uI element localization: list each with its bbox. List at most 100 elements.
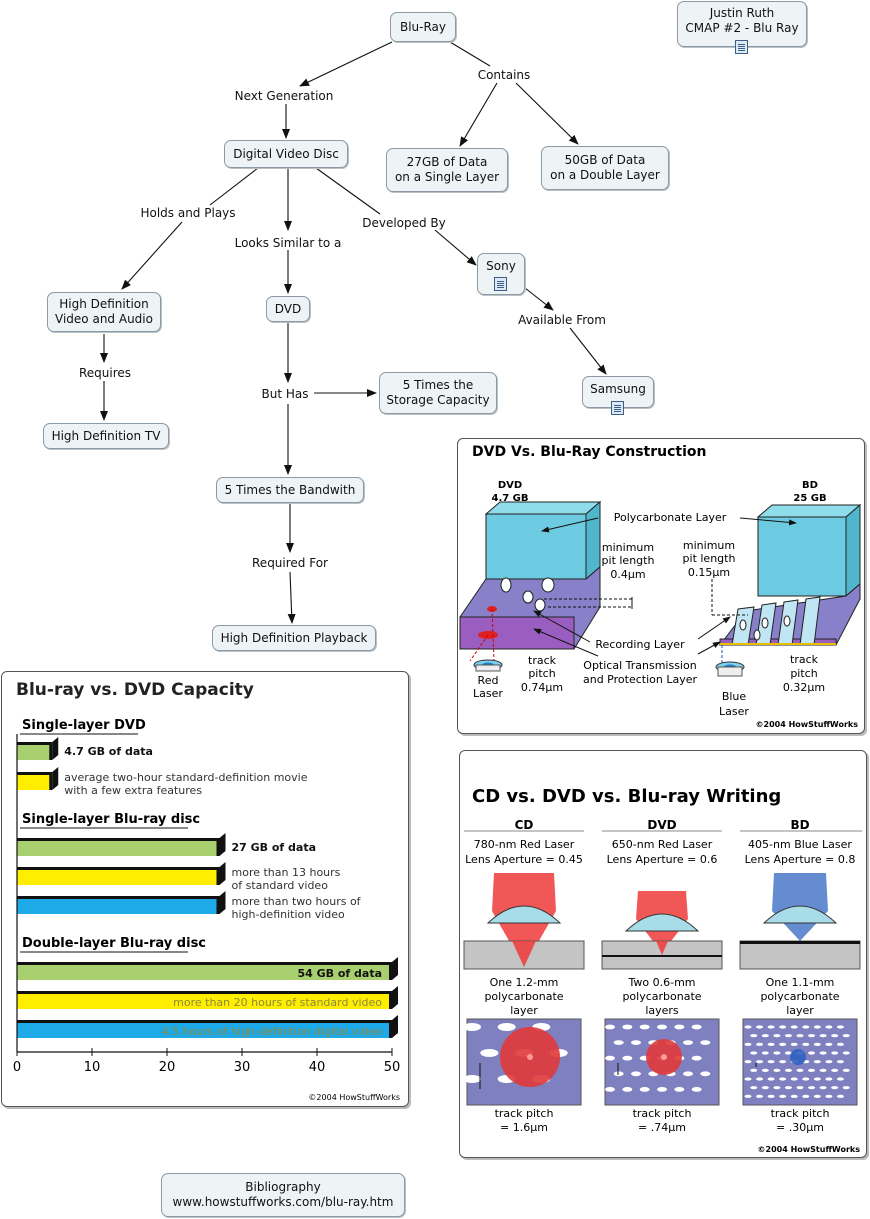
dvd-capacity: 4.7 GB xyxy=(491,493,528,504)
node-bibliography[interactable]: Bibliography www.howstuffworks.com/blu-r… xyxy=(161,1173,405,1217)
writing-layer-text: layers xyxy=(645,1004,679,1017)
node-hd-video-audio[interactable]: High Definition Video and Audio xyxy=(47,292,161,332)
writing-format: BD xyxy=(790,818,809,832)
writing-laser: 650-nm Red Laser xyxy=(612,838,713,851)
chart-bar-edge xyxy=(392,986,398,1009)
chart-title: Blu-ray vs. DVD Capacity xyxy=(16,680,254,700)
svg-text:Laser: Laser xyxy=(719,705,749,718)
resource-document-icon[interactable] xyxy=(494,277,507,291)
svg-text:minimum: minimum xyxy=(683,539,735,552)
chart-bar xyxy=(17,870,217,885)
writing-panel: CD vs. DVD vs. Blu-ray Writing CD 780-nm … xyxy=(459,750,867,1158)
resource-document-icon[interactable] xyxy=(611,401,624,415)
bd-pit-length: 0.15µm xyxy=(688,566,730,579)
node-hd-playback[interactable]: High Definition Playback xyxy=(212,625,376,651)
writing-aperture: Lens Aperture = 0.45 xyxy=(465,853,583,866)
chart-data-label: more than two hours of xyxy=(232,895,362,908)
svg-text:pitch: pitch xyxy=(790,667,817,680)
svg-text:and Protection Layer: and Protection Layer xyxy=(583,673,697,686)
node-bandwidth[interactable]: 5 Times the Bandwith xyxy=(216,477,364,503)
chart-data-label: more than 13 hours xyxy=(232,866,341,879)
red-laser-icon xyxy=(473,659,503,672)
writing-track-text: = 1.6µm xyxy=(500,1121,548,1134)
chart-bar xyxy=(17,994,389,1009)
node-storage-capacity[interactable]: 5 Times the Storage Capacity xyxy=(379,372,497,414)
blue-laser-icon xyxy=(715,661,745,677)
svg-text:Red: Red xyxy=(478,674,499,687)
node-samsung[interactable]: Samsung xyxy=(582,376,654,408)
chart-data-label: 54 GB of data xyxy=(297,967,382,980)
link-label-developed-by: Developed By xyxy=(360,216,448,230)
writing-diagram: CD vs. DVD vs. Blu-ray Writing CD 780-nm … xyxy=(463,786,862,1154)
link-label-available-from: Available From xyxy=(516,313,608,327)
chart-group-label: Double-layer Blu-ray disc xyxy=(22,936,206,951)
chart-tick-label: 20 xyxy=(159,1060,176,1075)
bd-track-pitch: 0.32µm xyxy=(783,681,825,694)
dvd-label: DVD xyxy=(498,480,522,491)
node-50gb[interactable]: 50GB of Data on a Double Layer xyxy=(541,146,669,190)
node-hd-tv[interactable]: High Definition TV xyxy=(43,423,169,449)
chart-data-label: more than 20 hours of standard video xyxy=(173,996,382,1009)
node-27gb[interactable]: 27GB of Data on a Single Layer xyxy=(386,148,508,192)
chart-bar-edge xyxy=(52,737,59,760)
writing-layer-text: layer xyxy=(786,1004,814,1017)
capacity-chart-panel: Blu-ray vs. DVD Capacity Single-layer DV… xyxy=(1,671,409,1107)
construction-title: DVD Vs. Blu-Ray Construction xyxy=(472,444,707,460)
chart-bar xyxy=(17,899,217,914)
construction-credit: ©2004 HowStuffWorks xyxy=(756,720,859,729)
writing-track-text: track pitch xyxy=(633,1107,692,1120)
construction-diagram: DVD Vs. Blu-Ray Construction DVD 4.7 GB … xyxy=(459,444,862,729)
link-label-holds-and-plays: Holds and Plays xyxy=(138,206,238,220)
laser-spot xyxy=(790,1049,806,1065)
polycarbonate-label: Polycarbonate Layer xyxy=(614,511,727,524)
chart-tick-label: 10 xyxy=(84,1060,101,1075)
writing-track-text: = .30µm xyxy=(776,1121,824,1134)
chart-tick-label: 50 xyxy=(384,1060,401,1075)
node-blu-ray[interactable]: Blu-Ray xyxy=(390,12,456,42)
lens xyxy=(762,905,838,924)
writing-layer-text: polycarbonate xyxy=(760,990,839,1003)
chart-bar xyxy=(17,1023,389,1038)
chart-data-label: average two-hour standard-definition mov… xyxy=(64,771,307,784)
svg-text:minimum: minimum xyxy=(602,541,654,554)
chart-data-label: 4.5 hours of high-definition digital vid… xyxy=(162,1025,383,1038)
writing-track-text: = .74µm xyxy=(638,1121,686,1134)
writing-layer-text: polycarbonate xyxy=(622,990,701,1003)
writing-title: CD vs. DVD vs. Blu-ray Writing xyxy=(472,786,781,807)
writing-format: CD xyxy=(515,818,534,832)
bd-label: BD xyxy=(802,480,818,491)
node-author[interactable]: Justin Ruth CMAP #2 - Blu Ray xyxy=(677,1,807,47)
chart-data-label: high-definition video xyxy=(232,908,346,921)
node-dvd[interactable]: DVD xyxy=(266,296,310,322)
dvd-pit-length: 0.4µm xyxy=(610,568,645,581)
construction-panel: DVD Vs. Blu-Ray Construction DVD 4.7 GB … xyxy=(457,438,865,734)
link-label-but-has: But Has xyxy=(259,387,311,401)
writing-aperture: Lens Aperture = 0.6 xyxy=(607,853,718,866)
chart-bar xyxy=(17,841,217,856)
chart-group-label: Single-layer Blu-ray disc xyxy=(22,812,200,827)
bd-capacity: 25 GB xyxy=(793,493,826,504)
chart-bar xyxy=(17,775,50,790)
node-digital-video-disc[interactable]: Digital Video Disc xyxy=(224,140,348,168)
link-label-next-generation: Next Generation xyxy=(232,89,336,103)
chart-tick-label: 30 xyxy=(234,1060,251,1075)
chart-bar-edge xyxy=(392,957,398,980)
lens xyxy=(624,913,700,932)
writing-laser: 780-nm Red Laser xyxy=(474,838,575,851)
chart-bar xyxy=(17,965,389,980)
svg-text:pit length: pit length xyxy=(683,552,736,565)
chart-data-label: 27 GB of data xyxy=(232,841,317,854)
writing-format: DVD xyxy=(647,818,676,832)
writing-aperture: Lens Aperture = 0.8 xyxy=(745,853,856,866)
writing-layer-text: layer xyxy=(510,1004,538,1017)
svg-text:track: track xyxy=(528,654,557,667)
concept-map-icon[interactable] xyxy=(735,40,748,54)
writing-layer-text: Two 0.6-mm xyxy=(627,976,695,989)
writing-credit: ©2004 HowStuffWorks xyxy=(758,1145,861,1154)
chart-bar-edge xyxy=(52,767,59,790)
link-label-looks-similar: Looks Similar to a xyxy=(232,236,344,250)
svg-text:Optical Transmission: Optical Transmission xyxy=(583,659,696,672)
capacity-chart: Blu-ray vs. DVD Capacity Single-layer DV… xyxy=(13,680,401,1102)
